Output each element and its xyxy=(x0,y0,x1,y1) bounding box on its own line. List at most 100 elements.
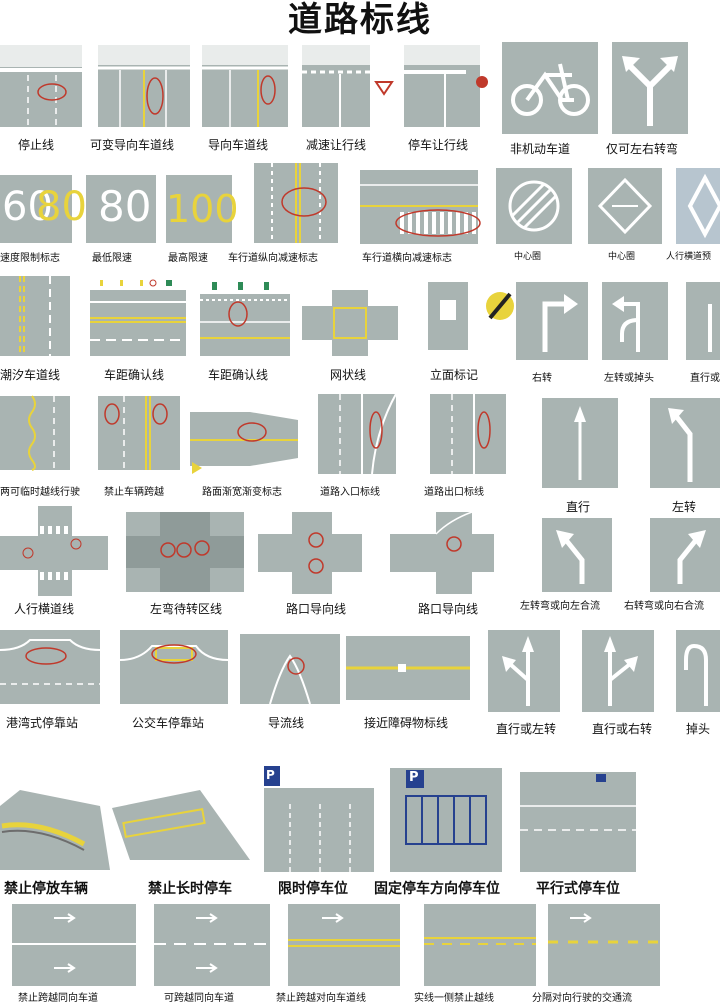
straight-or-turn-arrow-icon xyxy=(686,282,720,360)
separate-opposite-traffic-illustration xyxy=(548,904,660,986)
no-long-parking-curb-illustration xyxy=(112,790,250,860)
tidal-lane-illustration xyxy=(0,276,70,356)
no-crossing-same-direction-illustration xyxy=(12,904,136,986)
straight-or-right-arrow-icon xyxy=(582,630,654,712)
speed-sign-80-yellow: 80 xyxy=(36,184,87,230)
parking-letter-2: P xyxy=(409,770,419,785)
label-no-crossing: 禁止车辆跨越 xyxy=(104,487,164,498)
straight-or-left-arrow-icon xyxy=(488,630,560,712)
right-turn-merge-arrow-icon xyxy=(650,518,720,592)
intersection-guide-illustration-1 xyxy=(258,512,362,594)
center-circle-icon xyxy=(496,168,572,244)
u-turn-arrow-icon xyxy=(676,630,720,712)
label-u-turn: 掉头 xyxy=(686,722,711,736)
label-one-side-solid: 实线一侧禁止越线 xyxy=(414,993,494,1004)
intersection-guide-illustration-2 xyxy=(390,511,494,594)
obstacle-approach-illustration xyxy=(346,636,470,700)
distance-check-illustration-2 xyxy=(200,282,290,356)
label-separate-opposite: 分隔对向行驶的交通流 xyxy=(532,993,632,1004)
timed-parking-illustration xyxy=(264,766,374,872)
no-parking-curb-illustration xyxy=(0,790,110,870)
label-no-crossing-same: 禁止跨越同向车道 xyxy=(18,993,98,1004)
label-center-circle-2: 中心圈 xyxy=(608,252,636,262)
grid-line-illustration xyxy=(302,290,398,356)
label-yield-line: 减速让行线 xyxy=(306,138,367,152)
label-straight: 直行 xyxy=(566,500,591,514)
stop-yield-illustration xyxy=(404,45,488,127)
transverse-decel-illustration xyxy=(360,170,481,244)
road-exit-illustration xyxy=(430,394,506,474)
speed-sign-60: 60 xyxy=(2,184,53,230)
left-turn-waiting-illustration xyxy=(126,512,244,592)
no-crossing-opposite-illustration xyxy=(288,904,400,986)
one-side-solid-illustration xyxy=(424,904,536,986)
variable-lane-illustration xyxy=(98,45,190,127)
label-road-exit: 道路出口标线 xyxy=(424,487,484,498)
straight-arrow-icon xyxy=(542,398,618,488)
crosswalk-ahead-icon xyxy=(676,168,720,244)
bay-stop-illustration xyxy=(0,630,101,704)
parking-letter-1: P xyxy=(266,768,275,782)
bus-stop-illustration xyxy=(119,630,229,704)
max-speed-illustration xyxy=(166,175,232,243)
label-variable-lane: 可变导向车道线 xyxy=(90,138,175,152)
temporary-crossing-illustration xyxy=(0,395,70,471)
no-crossing-illustration xyxy=(98,396,180,470)
label-timed-parking: 限时停车位 xyxy=(278,881,348,897)
label-left-turn-merge: 左转弯或向左合流 xyxy=(520,601,600,612)
distance-check-illustration-1 xyxy=(90,279,186,356)
bicycle-lane-icon xyxy=(502,42,598,134)
label-center-circle-1: 中心圈 xyxy=(514,252,542,262)
label-may-cross-same: 可跨越同向车道 xyxy=(164,993,234,1004)
label-stop-yield: 停车让行线 xyxy=(408,138,469,152)
elevation-mark-illustration xyxy=(428,282,514,350)
label-stop-line: 停止线 xyxy=(18,138,55,152)
label-elevation-mark: 立面标记 xyxy=(430,368,479,382)
label-left-turn: 左转 xyxy=(672,500,697,514)
guide-lane-illustration xyxy=(202,45,288,127)
label-no-crossing-opposite: 禁止跨越对向车道线 xyxy=(276,993,366,1004)
label-straight-or: 直行或 xyxy=(690,373,720,384)
label-straight-or-right: 直行或右转 xyxy=(592,722,653,736)
right-turn-arrow-icon xyxy=(516,282,588,360)
label-no-long-parking: 禁止长时停车 xyxy=(148,881,232,897)
label-right-turn: 右转 xyxy=(532,373,552,384)
label-intersection-guide-1: 路口导向线 xyxy=(286,602,347,616)
label-speed-limit: 速度限制标志 xyxy=(0,253,60,264)
label-guide-lane: 导向车道线 xyxy=(208,138,269,152)
label-left-or-uturn: 左转或掉头 xyxy=(604,373,654,384)
label-intersection-guide-2: 路口导向线 xyxy=(418,602,479,616)
diversion-line-illustration xyxy=(240,634,340,705)
label-grid-line: 网状线 xyxy=(330,368,367,382)
label-diversion: 导流线 xyxy=(268,716,305,730)
label-right-turn-merge: 右转弯或向右合流 xyxy=(624,601,704,612)
label-temporary-crossing: 两可临时越线行驶 xyxy=(0,487,80,498)
stop-line-illustration xyxy=(0,45,82,127)
label-bicycle-lane: 非机动车道 xyxy=(510,142,571,156)
label-left-turn-waiting: 左弯待转区线 xyxy=(150,602,223,616)
max-speed-100: 100 xyxy=(166,187,239,231)
left-right-turn-arrow-icon xyxy=(612,42,688,134)
label-distance-check-1: 车距确认线 xyxy=(104,368,165,382)
page-title: 道路标线 xyxy=(288,0,432,40)
label-min-speed: 最低限速 xyxy=(92,253,132,264)
label-crosswalk: 人行横道线 xyxy=(14,602,75,616)
label-max-speed: 最高限速 xyxy=(168,253,208,264)
min-speed-80: 80 xyxy=(98,182,152,231)
label-bay-stop: 港湾式停靠站 xyxy=(6,716,79,730)
label-bus-stop: 公交车停靠站 xyxy=(132,716,205,730)
speed-limit-illustration xyxy=(0,175,72,243)
longitudinal-decel-illustration xyxy=(254,163,338,243)
label-left-right-turn: 仅可左右转弯 xyxy=(606,142,679,156)
left-or-uturn-arrow-icon xyxy=(602,282,668,360)
label-transverse-decel: 车行道横向减速标志 xyxy=(362,253,452,264)
label-distance-check-2: 车距确认线 xyxy=(208,368,269,382)
label-road-entrance: 道路入口标线 xyxy=(320,487,380,498)
label-road-widening: 路面渐宽渐变标志 xyxy=(202,487,282,498)
fixed-direction-parking-illustration xyxy=(390,768,502,872)
label-parallel-parking: 平行式停车位 xyxy=(536,881,620,897)
left-turn-arrow-icon xyxy=(650,398,720,488)
label-fixed-direction-parking: 固定停车方向停车位 xyxy=(374,881,500,897)
